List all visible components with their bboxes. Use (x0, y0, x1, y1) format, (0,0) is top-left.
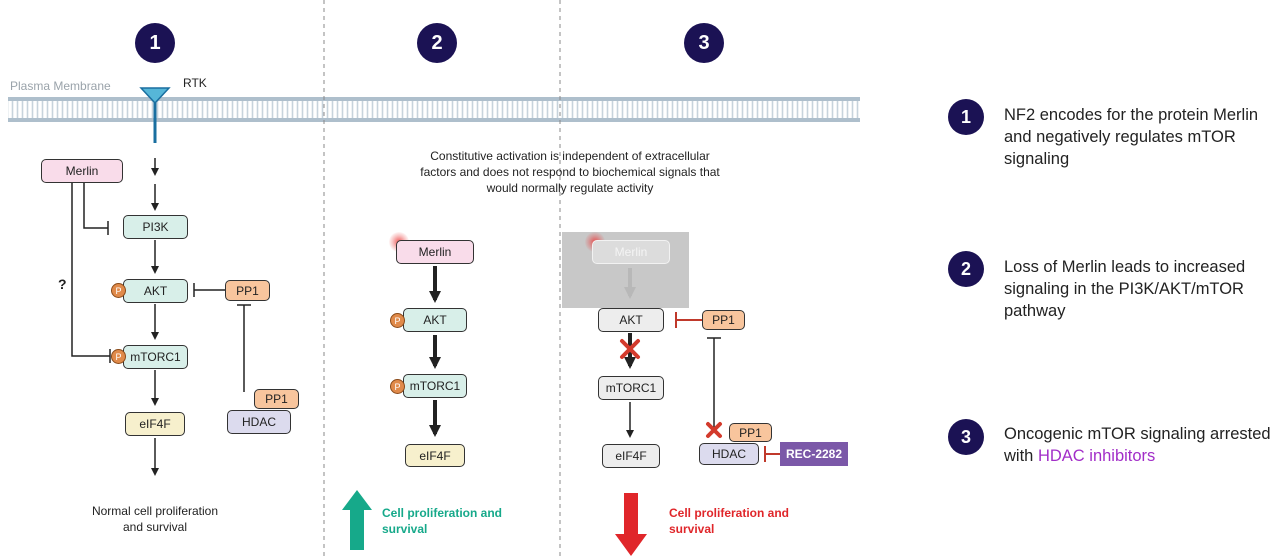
p2-akt-node: AKT (403, 308, 467, 332)
p3-pp1-hdac-node: PP1 (729, 423, 772, 442)
p3-hdac-node: HDAC (699, 443, 759, 465)
rec-2282-drug: REC-2282 (780, 442, 848, 466)
legend-3-text: Oncogenic mTOR signaling arrested with H… (1004, 425, 1271, 465)
p3-akt-node: AKT (598, 308, 664, 332)
legend-2-text: Loss of Merlin leads to increased signal… (1004, 258, 1246, 320)
legend-3-badge: 3 (948, 419, 984, 455)
p2-mtorc1-node: mTORC1 (403, 374, 467, 398)
phospho-icon: P (111, 349, 126, 364)
p1-hdac-node: HDAC (227, 410, 291, 434)
p2-eif4f-node: eIF4F (405, 444, 465, 467)
p1-akt-node: AKT (123, 279, 188, 303)
legend-1-text: NF2 encodes for the protein Merlin and n… (1004, 106, 1259, 168)
legend-2-badge: 2 (948, 251, 984, 287)
legend-1-badge: 1 (948, 99, 984, 135)
p1-pp1-node: PP1 (225, 280, 270, 301)
up-arrow-icon (342, 490, 372, 550)
rtk-label: RTK (183, 76, 207, 90)
membrane-label: Plasma Membrane (10, 79, 111, 93)
rtk-receptor (139, 87, 171, 143)
p3-pp1-node: PP1 (702, 310, 745, 330)
panel-3-badge: 3 (684, 23, 724, 63)
p3-eif4f-node: eIF4F (602, 444, 660, 468)
p1-eif4f-node: eIF4F (125, 412, 185, 436)
plasma-membrane (8, 97, 860, 122)
p1-pp1-hdac-node: PP1 (254, 389, 299, 409)
p1-pi3k-node: PI3K (123, 215, 188, 239)
block-x-icon (620, 339, 722, 438)
panel-2-badge: 2 (417, 23, 457, 63)
phospho-icon: P (111, 283, 126, 298)
p2-merlin-node: Merlin (396, 240, 474, 264)
unknown-mark: ? (58, 276, 67, 292)
hdac-inhibitors-highlight: HDAC inhibitors (1037, 447, 1156, 465)
phospho-icon: P (390, 379, 405, 394)
panel-1-badge: 1 (135, 23, 175, 63)
p3-outcome: Cell proliferation and survival (669, 506, 790, 536)
panel3-inhibitions (675, 312, 780, 462)
phospho-icon: P (390, 313, 405, 328)
p3-mtorc1-node: mTORC1 (598, 376, 664, 400)
p2-outcome: Cell proliferation and survival (382, 506, 503, 536)
p1-merlin-node: Merlin (41, 159, 123, 183)
p1-mtorc1-node: mTORC1 (123, 345, 188, 369)
p1-outcome: Normal cell proliferation and survival (91, 504, 219, 534)
panel1-inhibitions (71, 183, 251, 392)
p3-merlin-node: Merlin (592, 240, 670, 264)
down-arrow-icon (615, 493, 647, 556)
p2-note: Constitutive activation is independent o… (420, 149, 720, 195)
